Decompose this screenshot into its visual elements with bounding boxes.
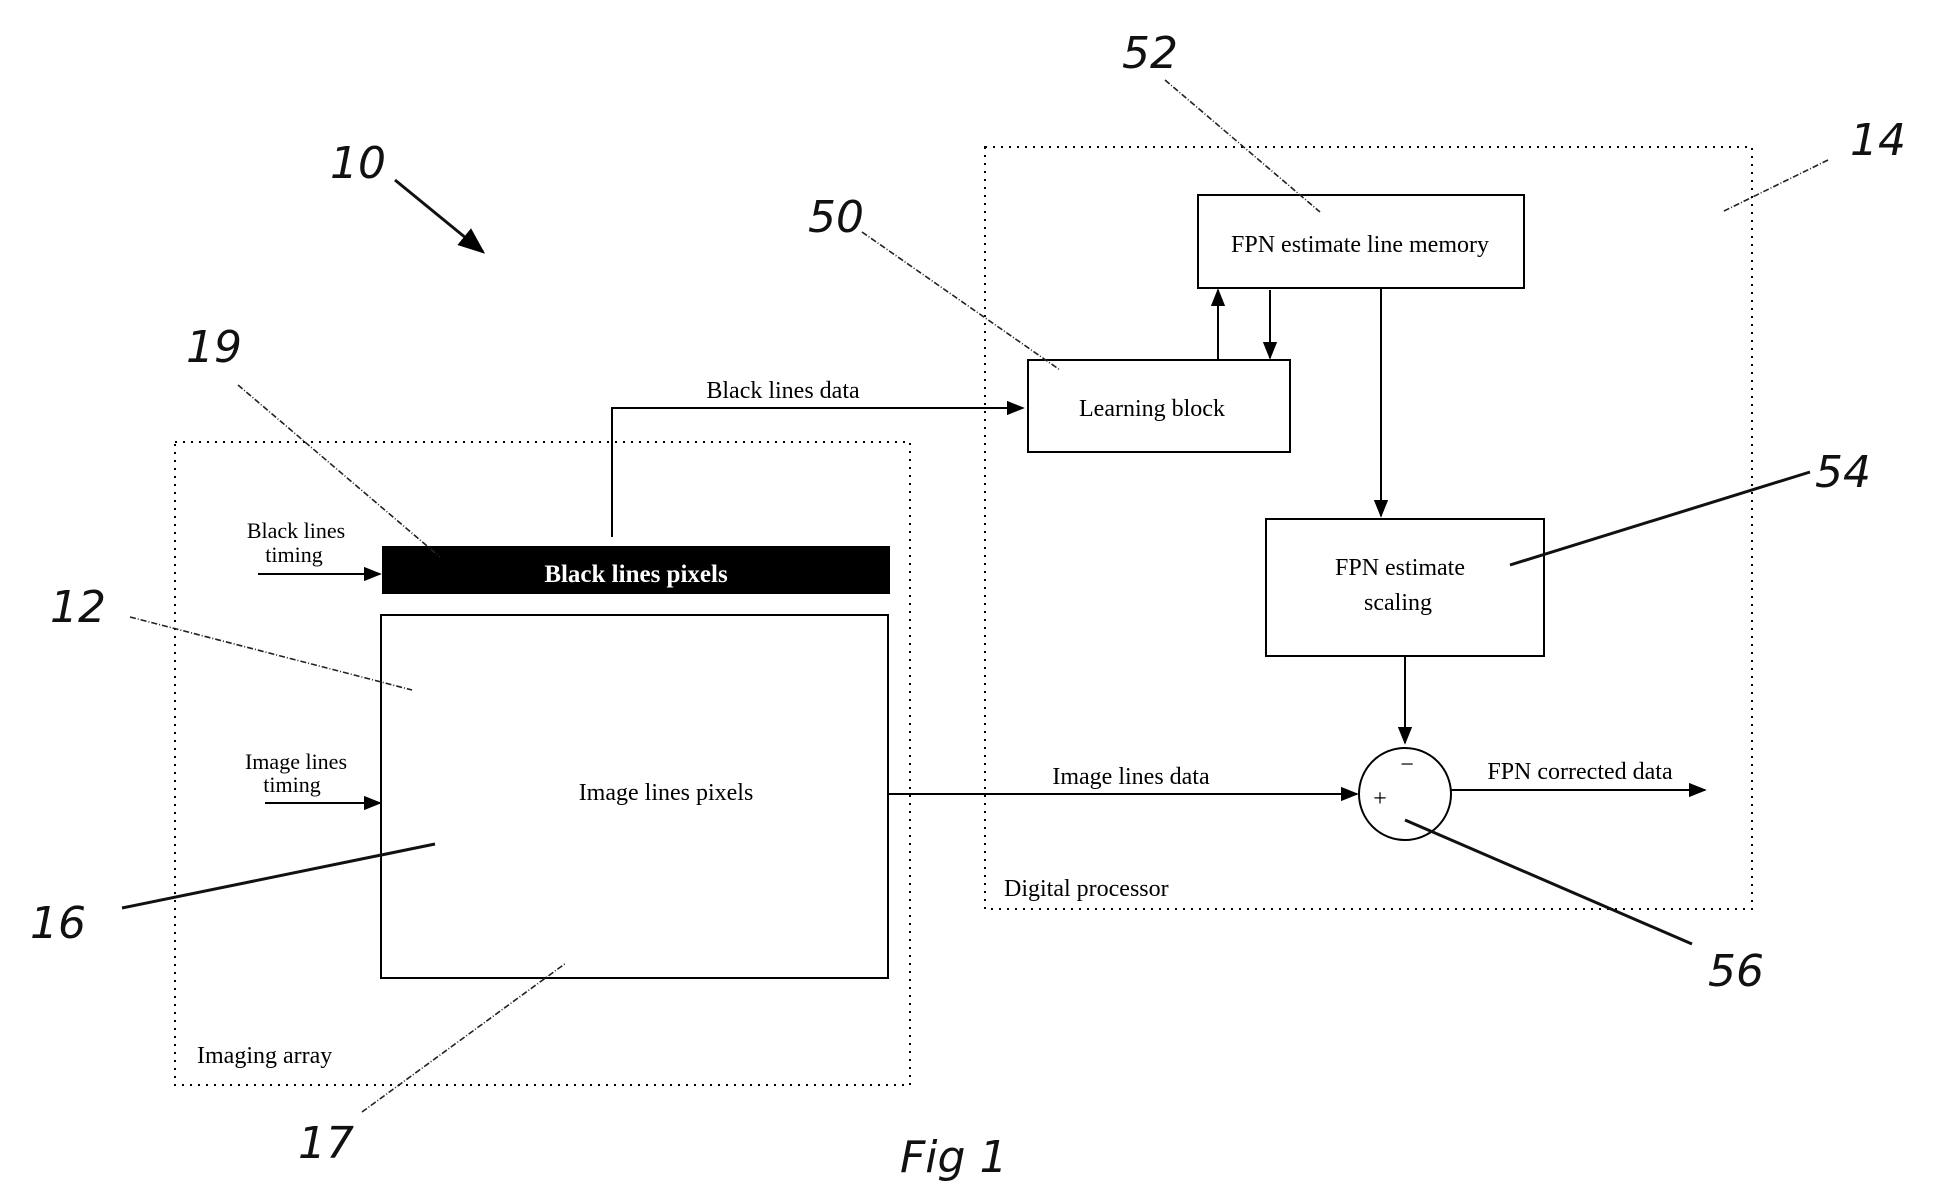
ref-16: 16 bbox=[30, 898, 86, 949]
ref-19-leader bbox=[237, 384, 441, 558]
imaging-array-container bbox=[174, 441, 911, 1086]
image-lines-timing-label-1: Image lines bbox=[245, 749, 347, 774]
ref-17: 17 bbox=[298, 1118, 354, 1169]
ref-56-leader bbox=[1404, 818, 1693, 946]
ref-10: 10 bbox=[330, 138, 386, 189]
black-lines-data-label: Black lines data bbox=[706, 378, 860, 404]
digital-processor-label: Digital processor bbox=[1004, 876, 1169, 902]
ref-52: 52 bbox=[1122, 28, 1178, 79]
summer-minus-sign: − bbox=[1400, 752, 1414, 778]
ref-50-leader bbox=[861, 231, 1061, 371]
digital-processor-container bbox=[984, 146, 1753, 910]
ref-17-leader bbox=[361, 962, 567, 1113]
fpn-scaling-label-2: scaling bbox=[1364, 590, 1432, 616]
imaging-array-label: Imaging array bbox=[197, 1043, 332, 1069]
fpn-scaling-block bbox=[1265, 518, 1545, 657]
summing-junction bbox=[1358, 747, 1452, 841]
black-lines-timing-label-1: Black lines bbox=[247, 518, 345, 543]
figure-caption: Fig 1 bbox=[900, 1132, 1007, 1183]
ref-56: 56 bbox=[1708, 946, 1764, 997]
ref-54: 54 bbox=[1815, 447, 1871, 498]
ref-54-leader bbox=[1509, 470, 1811, 567]
ref-12: 12 bbox=[50, 582, 106, 633]
black-lines-timing-label-2: timing bbox=[265, 542, 322, 567]
image-lines-data-label: Image lines data bbox=[1052, 764, 1210, 790]
image-lines-timing-label-2: timing bbox=[263, 772, 320, 797]
black-lines-pixels-label: Black lines pixels bbox=[544, 561, 728, 588]
ref-12-leader bbox=[129, 616, 413, 691]
fpn-line-memory-block bbox=[1197, 194, 1525, 289]
fpn-line-memory-label: FPN estimate line memory bbox=[1231, 232, 1489, 258]
ref-19: 19 bbox=[186, 322, 242, 373]
ref-10-arrow bbox=[394, 178, 486, 254]
fpn-corrected-data-label: FPN corrected data bbox=[1487, 759, 1673, 785]
ref-52-leader bbox=[1164, 79, 1321, 213]
fpn-scaling-label-1: FPN estimate bbox=[1335, 555, 1465, 581]
ref-14: 14 bbox=[1850, 115, 1906, 166]
learning-block-label: Learning block bbox=[1079, 396, 1225, 422]
ref-50: 50 bbox=[808, 192, 864, 243]
image-lines-pixels-block bbox=[380, 614, 889, 979]
ref-14-leader bbox=[1721, 159, 1829, 213]
summer-plus-sign: + bbox=[1373, 786, 1387, 812]
learning-block bbox=[1027, 359, 1291, 453]
black-lines-data-arrow bbox=[611, 400, 1025, 537]
black-lines-pixels-block bbox=[382, 546, 890, 594]
ref-16-leader bbox=[121, 842, 436, 910]
image-lines-pixels-label: Image lines pixels bbox=[579, 780, 754, 806]
